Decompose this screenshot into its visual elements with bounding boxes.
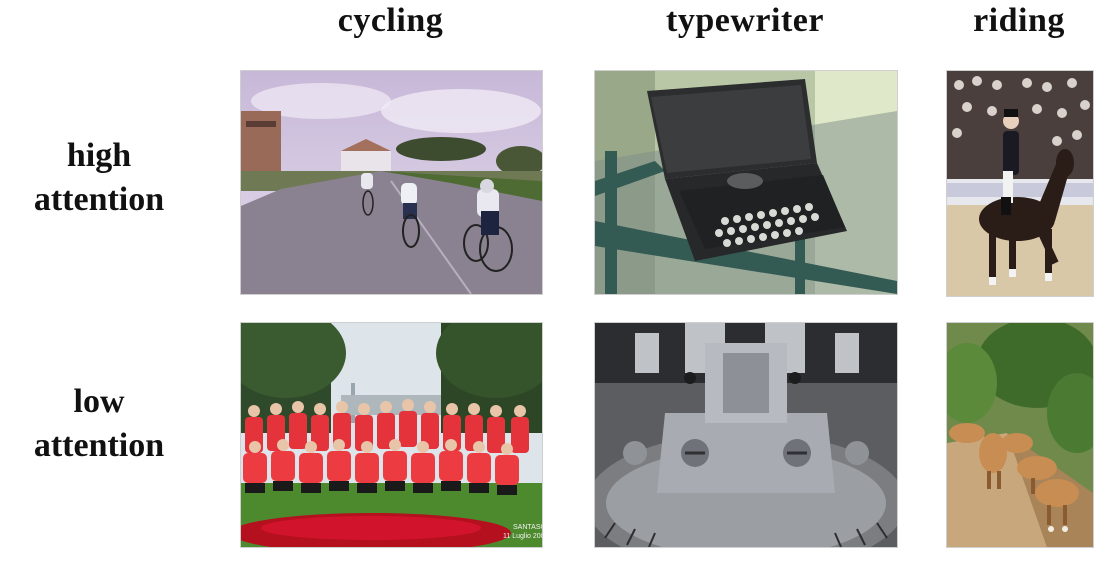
row-label-high-attention: high attention — [14, 134, 184, 222]
column-header-cycling: cycling — [337, 2, 444, 39]
image-high-attention-typewriter — [594, 70, 898, 295]
image-low-attention-typewriter — [594, 322, 898, 548]
image-low-attention-cycling: SANTASO 11 Luglio 200 — [240, 322, 543, 548]
photo-caption-line2: 11 Luglio 200 — [503, 533, 542, 540]
row-label-line2: attention — [33, 181, 165, 218]
photo-caption-line1: SANTASO — [513, 524, 542, 531]
image-high-attention-riding — [946, 70, 1094, 297]
row-label-line1: low — [73, 383, 125, 420]
row-label-low-attention: low attention — [14, 380, 184, 468]
row-label-line1: high — [66, 137, 132, 174]
row-label-line2: attention — [33, 427, 165, 464]
column-header-typewriter: typewriter — [666, 2, 824, 39]
column-header-riding: riding — [973, 2, 1065, 39]
image-low-attention-riding — [946, 322, 1094, 548]
image-high-attention-cycling — [240, 70, 543, 295]
